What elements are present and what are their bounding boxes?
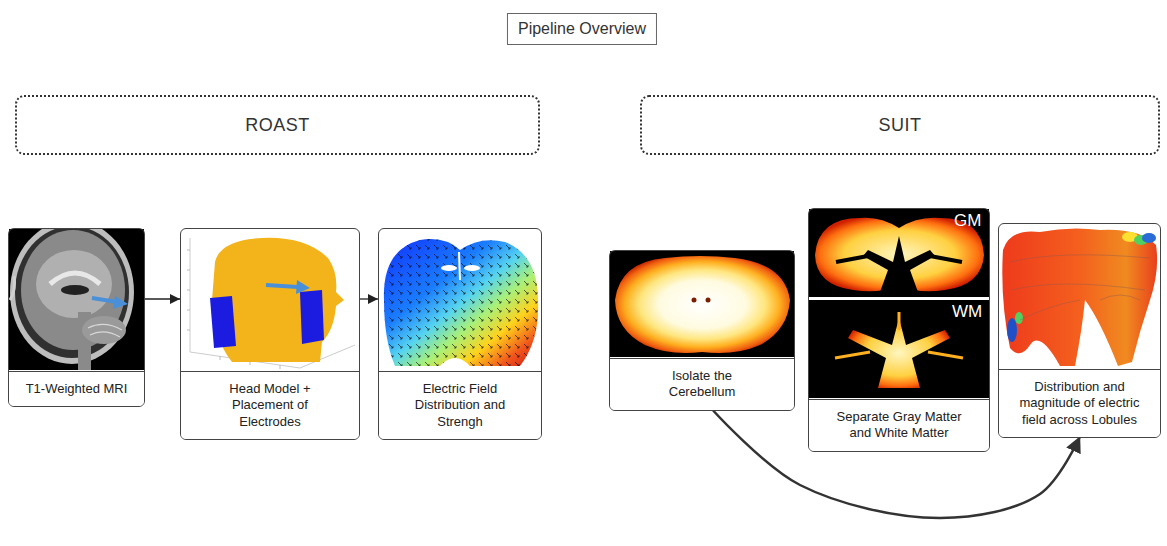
mri-image <box>10 229 134 364</box>
section-title: SUIT <box>878 114 921 137</box>
head-model-image <box>300 290 324 344</box>
white-matter-image <box>809 300 989 398</box>
process-box: Electric Field Distribution and Strengh <box>378 228 542 440</box>
cerebellum-image <box>615 256 790 353</box>
process-box: Distribution and magnitude of electric f… <box>998 223 1161 438</box>
cerebellum-image <box>610 251 794 357</box>
process-box: Isolate the Cerebellum <box>609 250 795 411</box>
gray-matter-image <box>809 209 989 298</box>
mri-image <box>15 229 129 358</box>
section-title: ROAST <box>245 114 310 137</box>
image-area <box>999 224 1160 369</box>
white-matter-image <box>809 300 989 398</box>
mri-image <box>61 285 89 295</box>
head-model-image <box>181 229 359 370</box>
cerebellar-flatmap <box>1002 228 1157 366</box>
electric-field-map <box>379 229 541 370</box>
caption-text: Distribution and magnitude of electric f… <box>1020 379 1140 428</box>
caption-area: Electric Field Distribution and Strengh <box>379 371 541 439</box>
image-label: WM <box>952 302 982 322</box>
caption-area: Distribution and magnitude of electric f… <box>999 369 1160 437</box>
electric-field-map <box>464 265 480 271</box>
flow-arrow <box>360 298 378 299</box>
image-area <box>379 229 541 371</box>
cerebellar-flatmap <box>1015 312 1023 324</box>
mri-image <box>21 230 125 350</box>
mri-image <box>92 298 117 302</box>
electric-field-map <box>379 229 541 370</box>
mri-image <box>82 316 126 344</box>
image-divider <box>809 297 989 300</box>
section-header: SUIT <box>640 95 1160 155</box>
cerebellar-flatmap <box>999 224 1160 368</box>
caption-area: Isolate the Cerebellum <box>610 358 794 410</box>
electric-field-map <box>459 252 460 280</box>
head-model-image <box>181 229 359 370</box>
head-model-image <box>190 238 355 368</box>
caption-area: Separate Gray Matter and White Matter <box>809 399 989 451</box>
mri-image <box>10 276 15 300</box>
cerebellum-image <box>706 298 711 303</box>
image-area <box>610 251 794 358</box>
cerebellar-flatmap <box>1010 255 1150 320</box>
head-model-image <box>210 296 236 348</box>
flow-arrow <box>145 298 180 299</box>
image-label: GM <box>954 211 981 231</box>
section-header: ROAST <box>15 95 540 155</box>
caption-text: T1-Weighted MRI <box>26 381 128 397</box>
gray-matter-image <box>809 209 989 298</box>
caption-text: Head Model + Placement of Electrodes <box>223 381 318 430</box>
caption-area: T1-Weighted MRI <box>9 371 144 406</box>
process-box: Head Model + Placement of Electrodes <box>180 228 360 440</box>
process-box: T1-Weighted MRI <box>8 228 145 407</box>
gray-matter-image <box>863 236 935 292</box>
mri-image <box>88 324 122 337</box>
caption-text: Electric Field Distribution and Strengh <box>405 381 515 430</box>
image-area <box>181 229 359 371</box>
cerebellar-flatmap <box>999 224 1160 368</box>
white-matter-image <box>835 312 963 358</box>
cerebellum-image <box>692 298 697 303</box>
head-model-image <box>266 285 298 287</box>
gray-matter-image <box>836 256 962 262</box>
mri-image <box>113 296 128 309</box>
cerebellar-flatmap <box>1007 318 1017 342</box>
caption-text: Separate Gray Matter and White Matter <box>832 409 967 442</box>
process-box: Separate Gray Matter and White Matter <box>808 208 990 452</box>
electric-field-map <box>379 229 541 370</box>
head-model-image <box>296 280 310 294</box>
mri-image <box>50 273 100 284</box>
mri-image <box>36 250 112 318</box>
title-box: Pipeline Overview <box>507 13 657 45</box>
cerebellar-flatmap <box>1142 233 1156 243</box>
caption-area: Head Model + Placement of Electrodes <box>181 371 359 439</box>
caption-text: Isolate the Cerebellum <box>660 368 745 401</box>
cerebellum-image <box>610 251 794 357</box>
image-area <box>9 229 144 371</box>
mri-image <box>9 229 144 370</box>
electric-field-map <box>441 265 457 271</box>
